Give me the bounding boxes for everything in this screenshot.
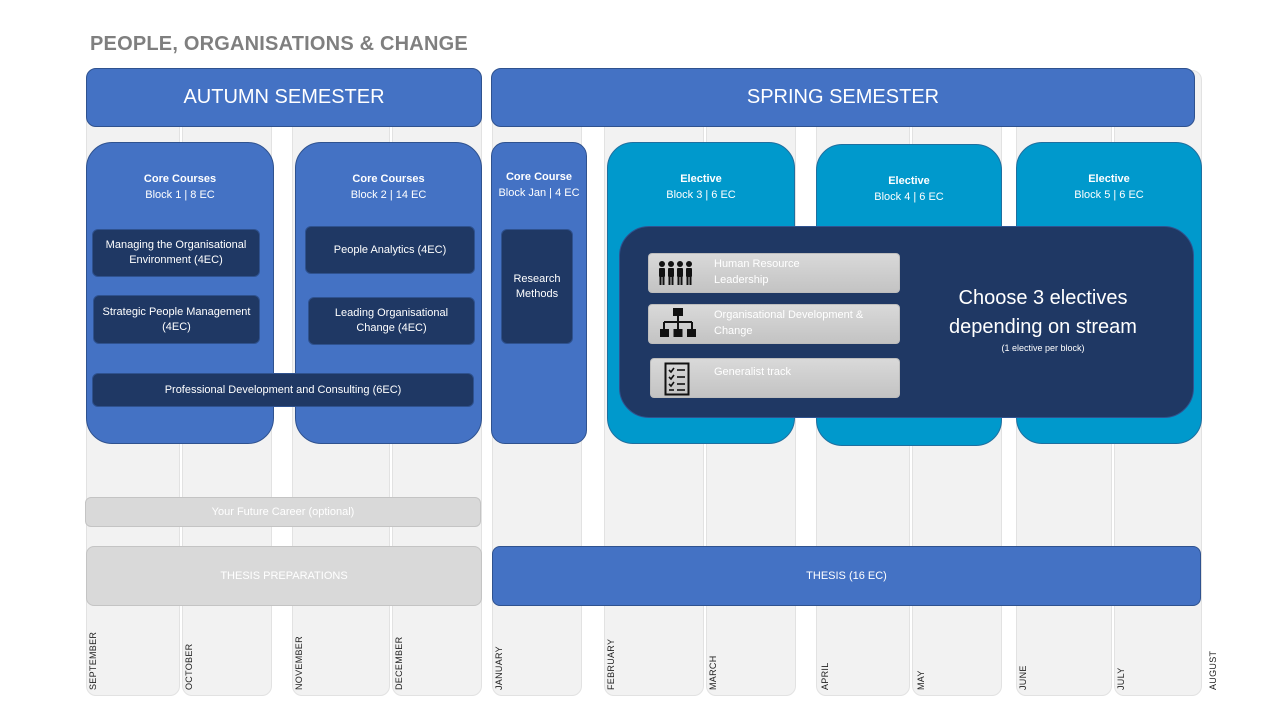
month-label-december: DECEMBER xyxy=(394,636,404,690)
block-jan-header: Core Course Block Jan | 4 EC xyxy=(491,169,587,201)
month-label-august: AUGUST xyxy=(1208,650,1218,690)
block-5-subtitle: Block 5 | 6 EC xyxy=(1074,189,1144,201)
month-label-april: APRIL xyxy=(820,662,830,690)
block-4-header: Elective Block 4 | 6 EC xyxy=(816,173,1002,205)
block-jan-subtitle: Block Jan | 4 EC xyxy=(498,187,580,199)
month-label-january: JANUARY xyxy=(494,646,504,690)
month-label-june: JUNE xyxy=(1018,665,1028,690)
month-label-march: MARCH xyxy=(708,655,718,691)
spring-semester-header: SPRING SEMESTER xyxy=(491,68,1195,127)
month-label-october: OCTOBER xyxy=(184,643,194,690)
block-4-subtitle: Block 4 | 6 EC xyxy=(874,191,944,203)
block-2-subtitle: Block 2 | 14 EC xyxy=(350,189,427,201)
checklist-icon xyxy=(664,362,690,396)
thesis-preparations-bar[interactable]: THESIS PREPARATIONS xyxy=(86,546,482,606)
block-2-header: Core Courses Block 2 | 14 EC xyxy=(295,171,482,203)
block-3-title: Elective xyxy=(680,173,722,185)
course-leading-organisational-change[interactable]: Leading Organisational Change (4EC) xyxy=(308,297,475,345)
course-people-analytics[interactable]: People Analytics (4EC) xyxy=(305,226,475,274)
choose-electives-text: Choose 3 electives depending on stream xyxy=(949,287,1137,338)
people-group-icon xyxy=(656,258,696,288)
track-label-hr-leadership: Human Resource Leadership xyxy=(714,258,800,286)
block-5-title: Elective xyxy=(1088,173,1130,185)
future-career-bar[interactable]: Your Future Career (optional) xyxy=(85,497,481,527)
elective-per-block-note: (1 elective per block) xyxy=(1001,343,1085,353)
track-human-resource-leadership[interactable] xyxy=(648,253,900,293)
course-professional-development-consulting[interactable]: Professional Development and Consulting … xyxy=(92,373,474,407)
block-3-subtitle: Block 3 | 6 EC xyxy=(666,189,736,201)
course-strategic-people-management[interactable]: Strategic People Management (4EC) xyxy=(93,295,260,344)
block-2-title: Core Courses xyxy=(352,173,425,185)
month-label-november: NOVEMBER xyxy=(294,636,304,690)
course-managing-organisational-environment[interactable]: Managing the Organisational Environment … xyxy=(92,229,260,277)
thesis-bar[interactable]: THESIS (16 EC) xyxy=(492,546,1201,606)
month-label-may: MAY xyxy=(916,670,926,690)
org-chart-icon xyxy=(659,307,697,341)
block-1-title: Core Courses xyxy=(143,173,217,185)
page-title: PEOPLE, ORGANISATIONS & CHANGE xyxy=(90,33,468,55)
course-research-methods[interactable]: Research Methods xyxy=(501,229,573,344)
track-generalist[interactable] xyxy=(650,358,900,398)
autumn-semester-header: AUTUMN SEMESTER xyxy=(86,68,482,127)
track-label-org-development: Organisational Development & Change xyxy=(714,309,864,337)
block-4-title: Elective xyxy=(888,175,930,187)
block-5-header: Elective Block 5 | 6 EC xyxy=(1016,171,1202,203)
track-label-generalist: Generalist track xyxy=(714,366,792,378)
track-organisational-development[interactable] xyxy=(648,304,900,344)
month-label-july: JULY xyxy=(1116,667,1126,690)
block-3-header: Elective Block 3 | 6 EC xyxy=(607,171,795,203)
block-1-subtitle: Block 1 | 8 EC xyxy=(145,189,215,201)
block-1-header: Core Courses Block 1 | 8 EC xyxy=(86,171,274,203)
block-jan-title: Core Course xyxy=(505,171,573,183)
month-label-february: FEBRUARY xyxy=(606,638,616,690)
month-label-september: SEPTEMBER xyxy=(88,631,98,690)
